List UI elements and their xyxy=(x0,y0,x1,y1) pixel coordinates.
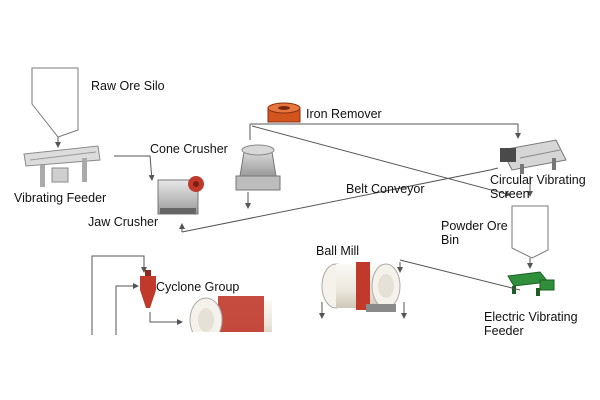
cone-crusher-label: Cone Crusher xyxy=(150,142,228,156)
screen-return-line xyxy=(489,167,499,171)
jaw-crusher-label: Jaw Crusher xyxy=(88,215,159,229)
powder-ore-bin-icon xyxy=(511,205,549,259)
cone-crusher-icon xyxy=(235,144,281,191)
feeder-to-cone-line xyxy=(114,155,155,181)
cyclone-group-label: Cyclone Group xyxy=(156,280,240,294)
electric-vibrating-feeder-label: Electric Vibrating Feeder xyxy=(484,310,578,338)
belt-conveyor-line-a xyxy=(250,123,521,139)
belt-conveyor-label: Belt Conveyor xyxy=(346,182,425,196)
vibrating-feeder-label: Vibrating Feeder xyxy=(14,191,107,205)
raw-ore-silo-icon xyxy=(31,67,79,138)
vibrating-feeder-icon xyxy=(23,145,101,187)
cyclone-to-mill-line xyxy=(149,312,183,325)
circular-vibrating-screen-label: Circular Vibrating Screen xyxy=(490,173,586,201)
jaw-crusher-icon xyxy=(157,176,204,215)
cyclone-side-line xyxy=(115,283,139,335)
feeder-to-ball-mill-line xyxy=(399,259,521,291)
ball-mill-2-icon xyxy=(186,296,286,343)
cyclone-group-icon xyxy=(140,270,156,308)
belt-conveyor-cross-2 xyxy=(181,169,491,233)
bottom-whitespace xyxy=(0,336,600,400)
ball-mill-icon xyxy=(321,262,401,312)
ball-mill-label: Ball Mill xyxy=(316,244,360,258)
powder-ore-bin-label: Powder Ore Bin xyxy=(441,219,508,247)
left-loop-line xyxy=(91,255,147,335)
iron-remover-icon xyxy=(267,102,301,123)
raw-ore-silo-label: Raw Ore Silo xyxy=(91,79,165,93)
electric-vibrating-feeder-icon xyxy=(507,271,555,296)
iron-remover-label: Iron Remover xyxy=(306,107,382,121)
belt-conveyor-cross-1 xyxy=(251,125,511,197)
circular-vibrating-screen-icon xyxy=(500,139,567,174)
